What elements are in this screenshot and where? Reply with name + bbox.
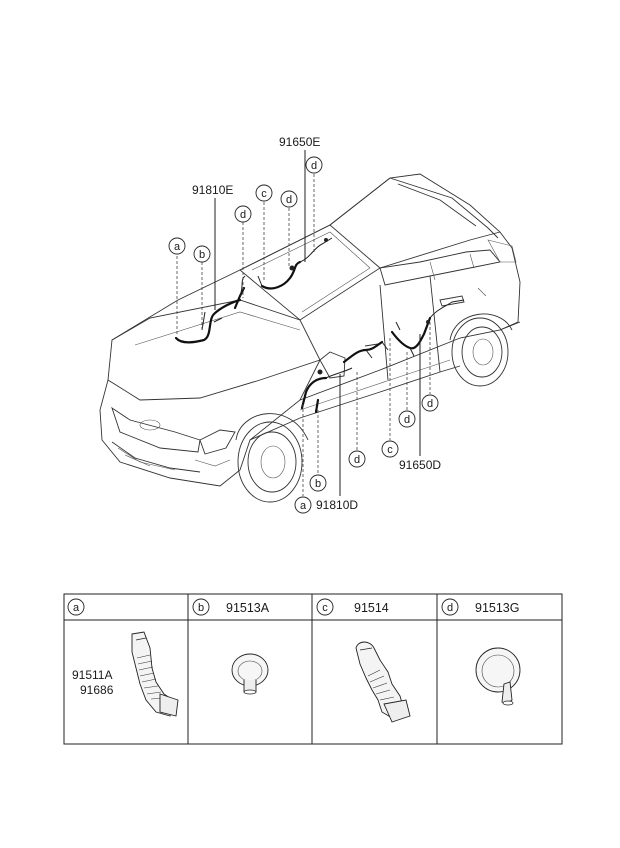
- grommet-a-icon: [131, 631, 179, 717]
- wiring-harness-front: [174, 237, 333, 344]
- marker-d-bottom: d: [348, 450, 366, 468]
- svg-text:c: c: [261, 188, 267, 200]
- marker-a-bottom: a: [294, 496, 312, 514]
- marker-d-top-right: d: [305, 156, 323, 174]
- svg-text:d: d: [240, 209, 246, 221]
- car-illustration: [99, 173, 521, 503]
- svg-text:d: d: [311, 160, 317, 172]
- svg-text:c: c: [322, 602, 328, 614]
- table-header-d-part: 91513G: [475, 601, 519, 615]
- svg-text:d: d: [286, 194, 292, 206]
- marker-d-left: d: [234, 205, 252, 223]
- label-91810D: 91810D: [316, 498, 358, 512]
- table-header-c: c 91514: [316, 598, 389, 616]
- label-91810E: 91810E: [192, 183, 233, 197]
- table-header-d: d 91513G: [441, 598, 519, 616]
- svg-text:b: b: [315, 478, 321, 490]
- table-header-c-part: 91514: [354, 601, 389, 615]
- table-header-b-part: 91513A: [226, 601, 270, 615]
- svg-text:d: d: [404, 414, 410, 426]
- svg-text:d: d: [447, 602, 453, 614]
- svg-text:a: a: [73, 602, 80, 614]
- label-91650D: 91650D: [399, 458, 441, 472]
- parts-table: a b 91513A c 91514 d 91513G 91511A 91686: [63, 593, 563, 745]
- marker-a-top: a: [168, 237, 186, 255]
- svg-text:c: c: [387, 444, 393, 456]
- grommet-d-icon: [475, 647, 521, 706]
- label-91650E: 91650E: [279, 135, 320, 149]
- grommet-b-icon: [231, 653, 269, 695]
- marker-c-bottom: c: [381, 440, 399, 458]
- svg-text:b: b: [199, 249, 205, 261]
- marker-c-top: c: [255, 184, 273, 202]
- marker-d-mid: d: [280, 190, 298, 208]
- leader-lines: [176, 150, 431, 496]
- cell-a-content: 91511A 91686: [72, 631, 179, 717]
- cell-a-label-1: 91511A: [72, 668, 112, 682]
- svg-text:b: b: [198, 602, 204, 614]
- marker-d-bottom-right: d: [398, 410, 416, 428]
- table-header-a: a: [67, 598, 85, 616]
- marker-d-right: d: [421, 394, 439, 412]
- grommet-c-icon: [355, 641, 411, 723]
- svg-text:a: a: [174, 241, 181, 253]
- wiring-harness-right: [300, 299, 465, 414]
- svg-text:d: d: [354, 454, 360, 466]
- marker-b-bottom: b: [309, 474, 327, 492]
- svg-text:a: a: [300, 500, 307, 512]
- cell-a-label-2: 91686: [80, 683, 114, 697]
- table-header-b: b 91513A: [192, 598, 270, 616]
- marker-b-top: b: [193, 245, 211, 263]
- svg-text:d: d: [427, 398, 433, 410]
